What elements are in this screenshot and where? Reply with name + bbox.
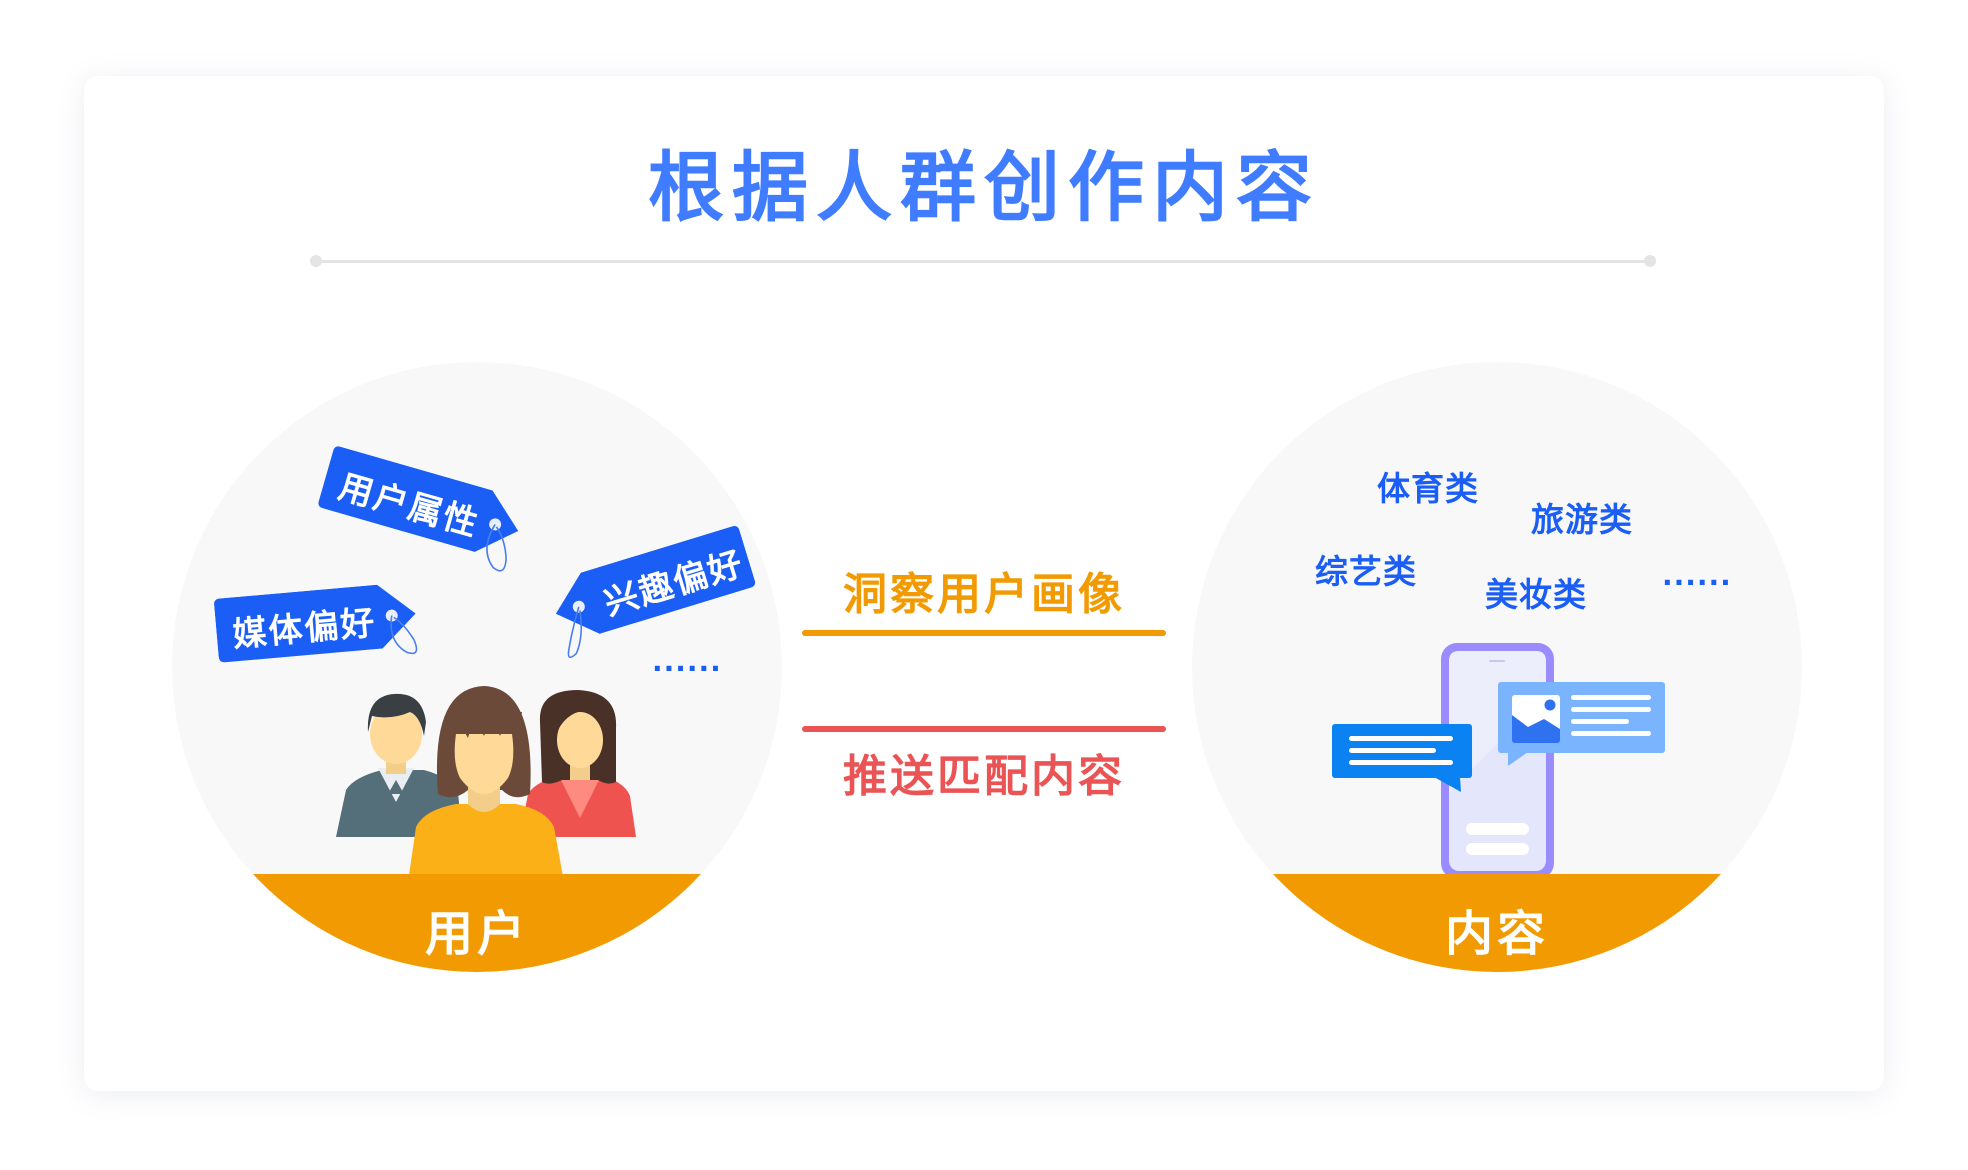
category-sports: 体育类: [1377, 469, 1479, 508]
content-circle: 内容: [1192, 362, 1802, 972]
divider-dot-right: [1644, 255, 1656, 267]
tag-media-preference: 媒体偏好: [214, 581, 423, 663]
price-tag-icon: [214, 584, 418, 663]
content-band: [1192, 874, 1802, 972]
user-circle-label: 用户: [424, 906, 529, 962]
title-divider: [316, 260, 1650, 263]
push-arrow-line: [802, 726, 1166, 732]
tag-user-attributes: 用户属性: [317, 445, 531, 572]
push-label: 推送匹配内容: [843, 751, 1125, 802]
category-beauty: 美妆类: [1485, 575, 1587, 614]
user-circle: 用户: [172, 362, 782, 972]
category-variety-show: 综艺类: [1315, 552, 1417, 591]
insight-label: 洞察用户画像: [843, 569, 1125, 620]
people-group-icon: [336, 686, 636, 882]
category-travel: 旅游类: [1531, 500, 1633, 539]
content-ellipsis: ......: [1662, 559, 1732, 592]
price-tag-icon: [318, 446, 519, 572]
phone-with-message-bubbles-icon: [1332, 643, 1665, 875]
content-circle-label: 内容: [1444, 906, 1549, 962]
divider-dot-left: [310, 255, 322, 267]
user-ellipsis: ......: [652, 645, 722, 678]
user-band: [172, 874, 782, 972]
tag-interest-preference: 兴趣偏好: [533, 525, 756, 659]
insight-arrow-line: [802, 630, 1166, 636]
price-tag-icon: [555, 525, 756, 659]
page-title: 根据人群创作内容: [648, 143, 1320, 232]
